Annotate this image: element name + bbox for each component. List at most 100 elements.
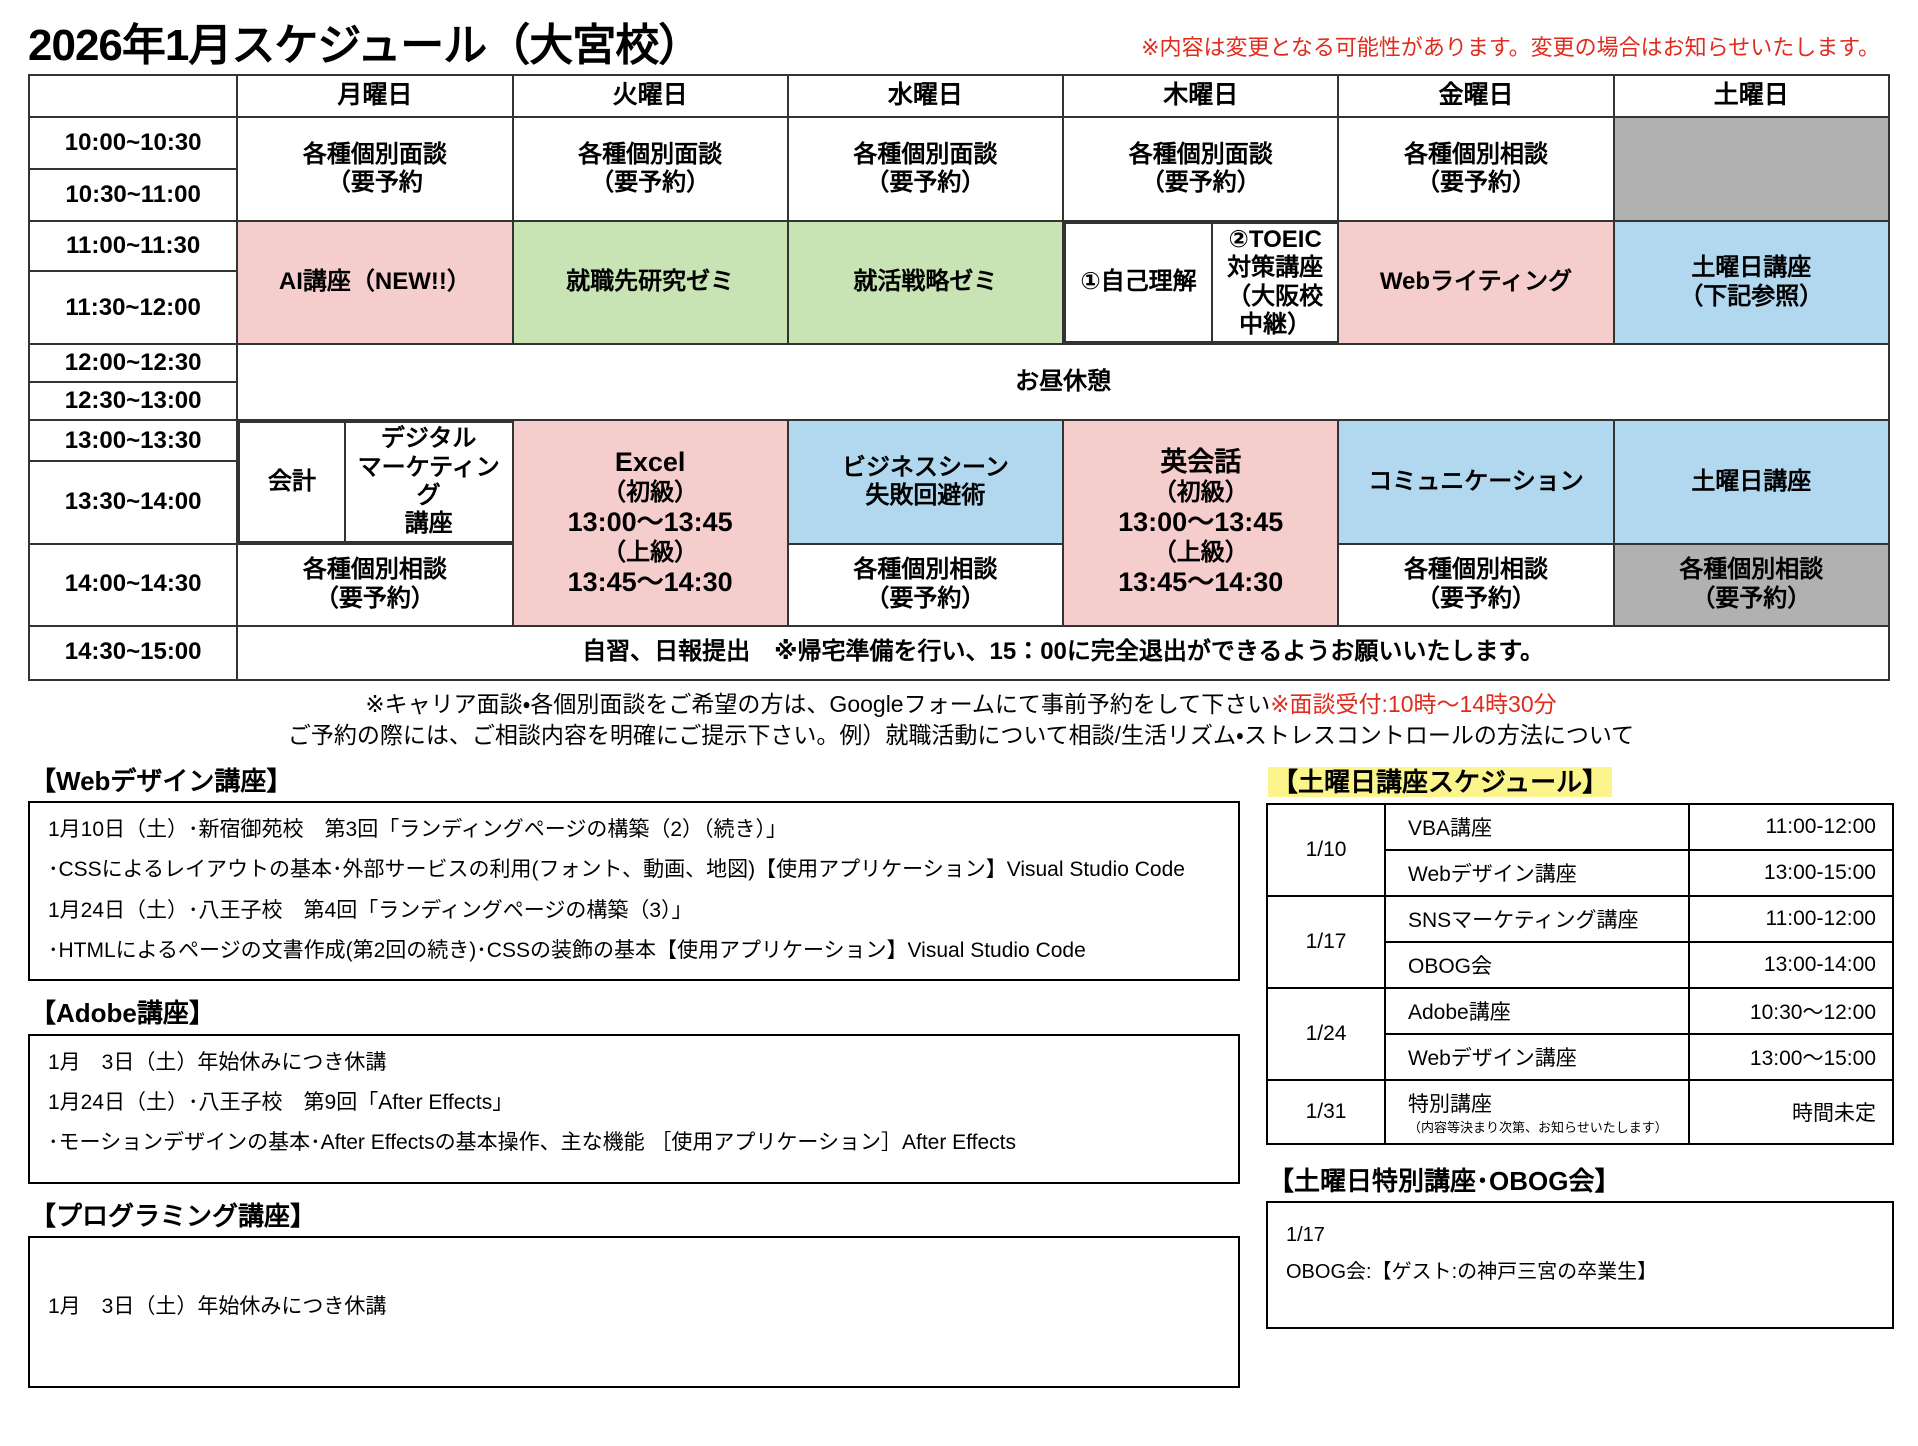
- time-label-1130: 11:30~12:00: [27, 270, 239, 346]
- time-label-1300: 13:00~13:30: [27, 419, 239, 463]
- obog-line: OBOG会:【ゲスト:の神戸三宮の卒業生】: [1286, 1261, 1658, 1284]
- page-header: 2026年1月スケジュール（大宮校） ※内容は変更となる可能性があります。変更の…: [28, 8, 1894, 68]
- table-row: 13:30~14:00: [27, 460, 1889, 545]
- saturday-column: 【土曜日講座スケジュール】 1/10 VBA講座 11:00-12:00 Web…: [1266, 761, 1894, 1389]
- table-row: OBOG会 13:00-14:00: [1267, 941, 1894, 990]
- cell-line: （要予約）: [865, 169, 986, 196]
- cell-wed-job-strategy: 就活戦略ゼミ: [786, 219, 1065, 346]
- nested-mon-table: 会計 デジタル マーケティング 講座: [238, 421, 512, 543]
- table-row: 10:30~11:00: [27, 168, 1889, 222]
- cell-tue-morning: 各種個別面談 （要予約）: [511, 116, 789, 222]
- table-row: 12:30~13:00: [27, 381, 1889, 422]
- weekly-schedule-table: 月曜日 火曜日 水曜日 木曜日 金曜日 土曜日 10:00~10:30 各種個別…: [27, 74, 1891, 681]
- table-header-row: 月曜日 火曜日 水曜日 木曜日 金曜日 土曜日: [27, 74, 1891, 118]
- cell-mon-afternoon-split: 会計 デジタル マーケティング 講座: [236, 419, 514, 545]
- reservation-notes: ※キャリア面談・各個別面談をご希望の方は、Googleフォームにて事前予約をして…: [28, 689, 1894, 751]
- saturday-schedule-heading: 【土曜日講座スケジュール】: [1268, 766, 1613, 798]
- sat-course-time: 13:00-15:00: [1688, 849, 1894, 898]
- sat-course-time: 11:00-12:00: [1688, 895, 1894, 944]
- cell-line: 中継）: [1239, 310, 1312, 338]
- sat-course-time: 13:00-14:00: [1688, 941, 1894, 990]
- cell-line: （要予約）: [314, 584, 435, 612]
- cell-line: 各種個別相談: [1403, 556, 1548, 584]
- table-row: Webデザイン講座 13:00-15:00: [1267, 849, 1894, 898]
- cell-line: （要予約）: [1140, 169, 1261, 196]
- table-row: 1/10 VBA講座 11:00-12:00: [1266, 803, 1894, 898]
- cell-line: 13:00〜13:45: [1118, 506, 1284, 537]
- cell-sat-course: 土曜日講座 （下記参照）: [1612, 219, 1891, 346]
- cell-thu-split: ①自己理解 ②TOEIC 対策講座 （大阪校 中継）: [1062, 219, 1340, 346]
- table-row: 1/24 Adobe講座 10:30〜12:00: [1266, 987, 1894, 1082]
- cell-mon-morning: 各種個別面談 （要予約: [236, 116, 514, 222]
- cell-self-study-closing: 自習、日報提出 ※帰宅準備を行い、15：00に完全退出ができるようお願いいたしま…: [236, 624, 1890, 681]
- programming-heading: 【プログラミング講座】: [30, 1200, 317, 1231]
- sat-course-name: OBOG会: [1384, 941, 1690, 990]
- cell-line: 講座: [404, 510, 453, 538]
- cell-line: （初級）: [602, 478, 699, 506]
- sat-course-name: Webデザイン講座: [1384, 1033, 1690, 1082]
- note-line-1-black: ※キャリア面談・各個別面談をご希望の方は、Googleフォームにて事前予約をして…: [365, 690, 1271, 717]
- cell-line: （大阪校: [1227, 282, 1324, 310]
- sat-date-131: 1/31: [1266, 1079, 1386, 1145]
- webdesign-heading: 【Webデザイン講座】: [30, 765, 293, 796]
- table-row: 1/31 特別講座 （内容等決まり次第、お知らせいたします） 時間未定: [1266, 1079, 1894, 1145]
- sat-course-name-special: 特別講座 （内容等決まり次第、お知らせいたします）: [1384, 1079, 1690, 1145]
- cell-line: ②TOEIC: [1228, 226, 1322, 253]
- cell-line: 13:00〜13:45: [567, 506, 733, 537]
- adobe-heading: 【Adobe講座】: [30, 998, 215, 1029]
- cell-line: （要予約: [326, 169, 423, 196]
- cell-thu-self-understanding: ①自己理解: [1064, 221, 1213, 344]
- obog-line: 1/17: [1286, 1224, 1325, 1247]
- obog-box: 1/17 OBOG会:【ゲスト:の神戸三宮の卒業生】: [1266, 1201, 1894, 1330]
- cell-line: 各種個別面談: [853, 140, 998, 168]
- note-line-1-red: ※面談受付:10時〜14時30分: [1270, 690, 1557, 717]
- adobe-box: 1月 3日（土）年始休みにつき休講 1月24日（土）･八王子校 第9回「Afte…: [28, 1033, 1240, 1184]
- time-label-1330: 13:30~14:00: [27, 460, 239, 545]
- sat-course-name: Adobe講座: [1384, 987, 1690, 1036]
- cell-sat-morning-closed: [1612, 116, 1891, 222]
- cell-line: （要予約）: [1415, 169, 1536, 196]
- time-label-1100: 11:00~11:30: [27, 219, 239, 273]
- programming-line: 1月 3日（土）年始休みにつき休講: [48, 1295, 387, 1319]
- table-row: 10:00~10:30 各種個別面談 （要予約 各種個別面談 （要予約） 各種個…: [27, 116, 1891, 222]
- table-row: 12:00~12:30 お昼休憩: [27, 343, 1890, 422]
- cell-line: 土曜日講座: [1691, 254, 1812, 282]
- cell-line: 英会話: [1160, 446, 1242, 477]
- cell-line: 各種個別相談: [1679, 556, 1824, 584]
- cell-wed-morning: 各種個別面談 （要予約）: [786, 116, 1065, 222]
- note-line-1: ※キャリア面談・各個別面談をご希望の方は、Googleフォームにて事前予約をして…: [28, 689, 1894, 720]
- cell-line: デジタル: [380, 425, 477, 453]
- cell-line: 対策講座: [1227, 254, 1324, 282]
- day-header-wed: 水曜日: [786, 74, 1065, 118]
- cell-fri-communication: コミュニケーション: [1337, 419, 1615, 545]
- time-label-1430: 14:30~15:00: [27, 624, 239, 681]
- sat-course-time: 11:00-12:00: [1688, 803, 1894, 852]
- time-label-1030: 10:30~11:00: [27, 168, 239, 222]
- cell-mon-ai-course: AI講座（NEW!!）: [236, 219, 514, 346]
- cell-line: 各種個別面談: [1128, 140, 1273, 168]
- sat-date-124: 1/24: [1266, 987, 1386, 1082]
- nested-thu-table: ①自己理解 ②TOEIC 対策講座 （大阪校 中継）: [1064, 221, 1338, 344]
- table-row: 1/17 SNSマーケティング講座 11:00-12:00: [1266, 895, 1894, 990]
- adobe-line: ･モーションデザインの基本･After Effectsの基本操作、主な機能 ［使…: [48, 1131, 1016, 1155]
- lower-section: 【Webデザイン講座】 1月10日（土）･新宿御苑校 第3回「ランディングページ…: [28, 761, 1894, 1389]
- cell-wed-business-scene: ビジネスシーン 失敗回避術: [786, 419, 1065, 545]
- time-label-1200: 12:00~12:30: [27, 343, 239, 384]
- sat-course-time: 10:30〜12:00: [1688, 987, 1894, 1036]
- cell-line: 各種個別面談: [302, 140, 447, 168]
- cell-line: 失敗回避術: [865, 481, 986, 509]
- cell-line: （上級）: [602, 538, 699, 566]
- cell-line: （要予約）: [1415, 584, 1536, 612]
- cell-line: マーケティング: [357, 453, 500, 509]
- webdesign-line: ･CSSによるレイアウトの基本･外部サービスの利用(フォント、動画、地図)【使用…: [48, 858, 1185, 882]
- page-title: 2026年1月スケジュール（大宮校）: [28, 21, 702, 70]
- table-row: 11:00~11:30 AI講座（NEW!!） 就職先研究ゼミ 就活戦略ゼミ ①…: [27, 219, 1891, 346]
- time-label-1230: 12:30~13:00: [27, 381, 239, 422]
- table-row: 14:30~15:00 自習、日報提出 ※帰宅準備を行い、15：00に完全退出が…: [27, 624, 1890, 681]
- webdesign-line: 1月10日（土）･新宿御苑校 第3回「ランディングページの構築（2）（続き）」: [48, 818, 788, 842]
- webdesign-box: 1月10日（土）･新宿御苑校 第3回「ランディングページの構築（2）（続き）」 …: [28, 801, 1240, 982]
- obog-heading: 【土曜日特別講座･OBOG会】: [1268, 1165, 1621, 1196]
- cell-line: 各種個別面談: [578, 140, 723, 168]
- time-label-1400: 14:00~14:30: [27, 542, 239, 627]
- course-detail-column: 【Webデザイン講座】 1月10日（土）･新宿御苑校 第3回「ランディングページ…: [28, 761, 1240, 1389]
